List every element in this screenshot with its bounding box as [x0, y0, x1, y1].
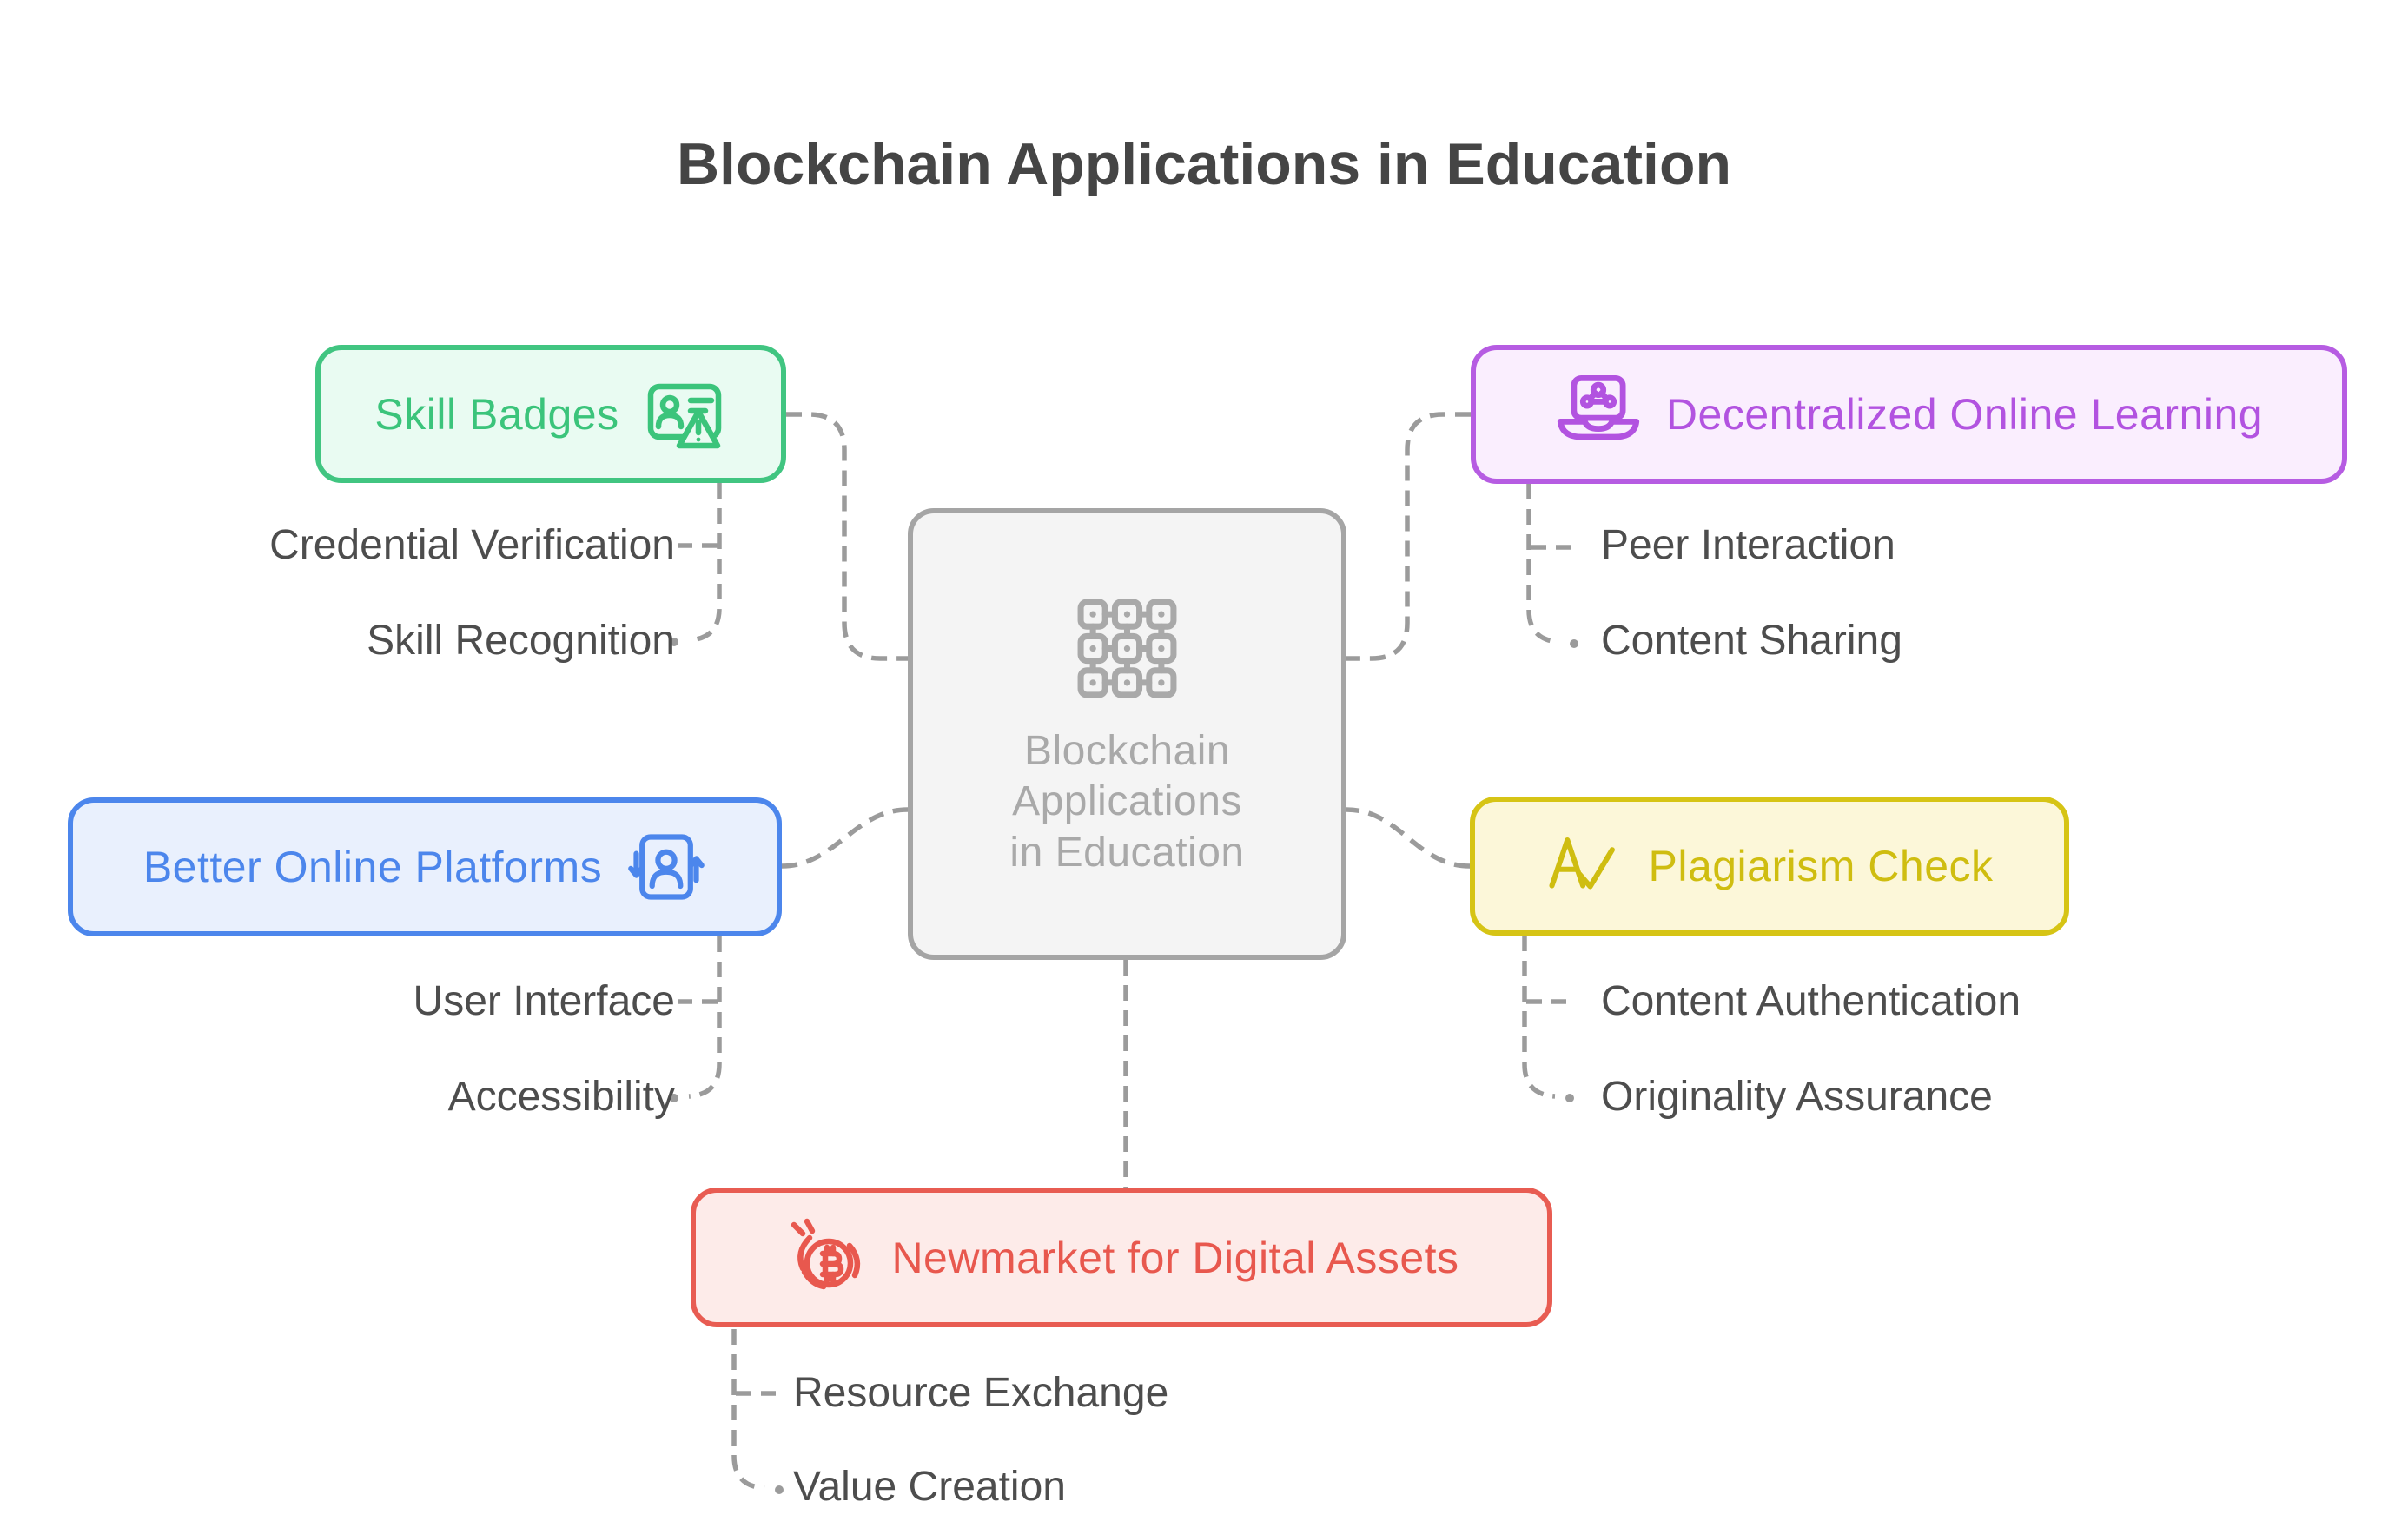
edge-dot	[1570, 639, 1578, 648]
bitcoin-hand-icon	[784, 1216, 867, 1300]
id-badge-alert-icon	[644, 373, 727, 456]
node-label: Decentralized Online Learning	[1665, 390, 2264, 439]
child-resource-exchange: Resource Exchange	[793, 1370, 1169, 1416]
node-label: Plagiarism Check	[1648, 842, 1994, 890]
user-sync-icon	[626, 827, 706, 907]
edge-decentralized-to-central	[1346, 412, 1471, 661]
edge-skill-badges-to-central	[786, 412, 908, 661]
node-decentralized-online-learning: Decentralized Online Learning	[1471, 345, 2347, 484]
node-label: Newmarket for Digital Assets	[891, 1233, 1459, 1282]
central-label: Blockchain Applications in Education	[1009, 726, 1244, 879]
edge-decentralized-children	[1526, 484, 1560, 645]
central-label-line: Blockchain	[1023, 727, 1231, 774]
edge-plagiarism-to-central	[1346, 807, 1471, 869]
child-user-interface: User Interface	[413, 978, 675, 1024]
edge-dot	[1565, 1094, 1574, 1102]
central-label-line: in Education	[1009, 829, 1245, 876]
edge-newmarket-children	[731, 1329, 765, 1491]
child-peer-interaction: Peer Interaction	[1601, 522, 1895, 568]
child-credential-verification: Credential Verification	[269, 522, 675, 568]
node-label: Skill Badges	[374, 389, 619, 439]
child-content-sharing: Content Sharing	[1601, 618, 1902, 664]
blockchain-grid-icon	[1068, 590, 1186, 707]
child-content-authentication: Content Authentication	[1601, 978, 2021, 1024]
edge-dot	[775, 1485, 784, 1494]
central-label-line: Applications	[1012, 778, 1242, 825]
child-value-creation: Value Creation	[793, 1464, 1066, 1510]
spellcheck-icon	[1545, 827, 1624, 905]
child-skill-recognition: Skill Recognition	[367, 618, 675, 664]
node-label: Better Online Platforms	[142, 843, 603, 891]
edge-better-platforms-children	[688, 936, 722, 1099]
edge-dot	[670, 638, 678, 646]
edge-better-platforms-to-central	[781, 807, 909, 869]
laptop-network-icon	[1555, 371, 1642, 458]
edge-skill-badges-children	[688, 483, 722, 643]
node-plagiarism-check: Plagiarism Check	[1470, 797, 2069, 936]
edge-plagiarism-children	[1522, 936, 1556, 1099]
edge-dot	[670, 1094, 678, 1102]
diagram-title: Blockchain Applications in Education	[676, 131, 1732, 197]
child-originality-assurance: Originality Assurance	[1601, 1074, 1993, 1120]
child-accessibility: Accessibility	[447, 1074, 675, 1120]
node-newmarket-digital-assets: Newmarket for Digital Assets	[691, 1188, 1552, 1327]
node-central-blockchain: Blockchain Applications in Education	[908, 508, 1346, 960]
node-better-online-platforms: Better Online Platforms	[68, 797, 782, 936]
node-skill-badges: Skill Badges	[315, 345, 786, 483]
